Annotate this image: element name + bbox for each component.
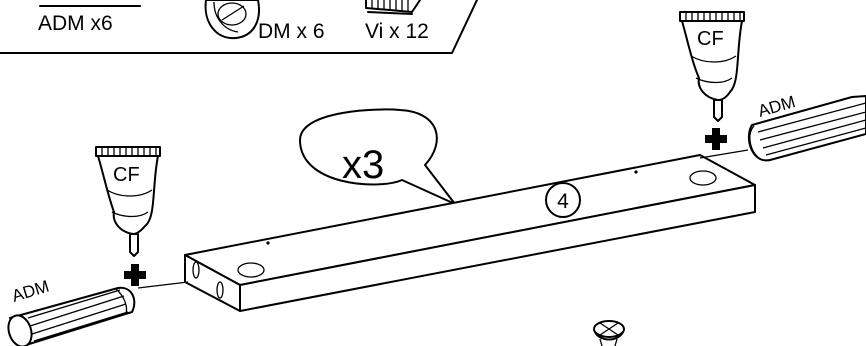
parts-vi-label: Vi x 12 <box>365 20 429 43</box>
quantity-label: x3 <box>342 143 384 187</box>
dowel-right: ADM <box>747 92 866 162</box>
parts-adm-label: ADM x6 <box>38 12 113 35</box>
panel-part: 4 <box>184 154 756 312</box>
parts-dm-label: DM x 6 <box>258 20 325 43</box>
dowel-label-left: ADM <box>10 277 52 306</box>
quantity-callout: x3 <box>299 108 456 205</box>
glue-tube-left: CF <box>95 146 161 257</box>
dowel-left: ADM <box>7 277 136 346</box>
parts-box: ADM x6 DM x 6 Vi x 12 <box>0 0 478 54</box>
part-number-label: 4 <box>557 190 569 213</box>
plus-icon <box>124 264 146 286</box>
screw-icon <box>365 0 421 15</box>
glue-label-left: CF <box>113 164 140 186</box>
cam-lock-icon <box>204 0 260 40</box>
plus-icon <box>705 128 727 150</box>
glue-label-right: CF <box>697 28 724 50</box>
glue-tube-right: CF <box>679 11 745 122</box>
screw-head-icon <box>593 320 625 346</box>
